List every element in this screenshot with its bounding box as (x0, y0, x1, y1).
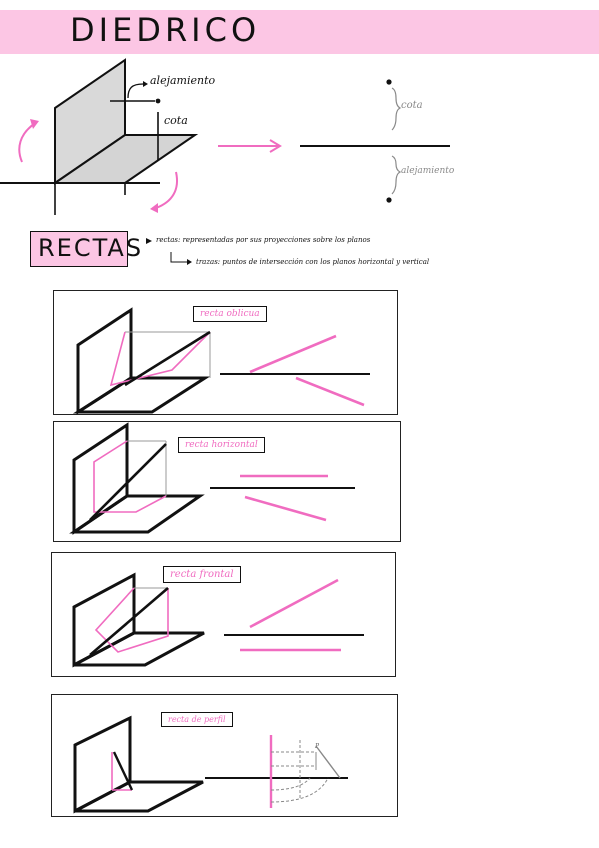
page-title: DIEDRICO (70, 11, 261, 49)
projection-label-alejamiento: alejamiento (401, 166, 455, 176)
card-label-oblicua: recta oblicua (193, 306, 267, 322)
title-band (0, 10, 599, 54)
rectas-notes-decor (146, 238, 192, 265)
card-recta-frontal (51, 552, 396, 677)
rotation-arrow-right (155, 171, 178, 209)
card-label-horizontal: recta horizontal (178, 437, 265, 453)
label-cota: cota (164, 114, 188, 127)
note-trazas: trazas: puntos de intersección con los p… (196, 258, 430, 266)
card-recta-de-perfil (51, 694, 398, 817)
note-rectas: rectas: representadas por sus proyeccion… (156, 236, 371, 244)
dihedral-diagram (0, 58, 450, 215)
card-recta-oblicua (53, 290, 398, 415)
projection-label-cota: cota (401, 100, 423, 111)
card-label-perfil: recta de perfil (161, 712, 233, 727)
rectas-heading-box (30, 231, 128, 267)
label-alejamiento: alejamiento (150, 74, 216, 87)
card-recta-horizontal (53, 421, 401, 542)
rotation-arrow-left (18, 123, 35, 163)
rectas-heading: RECTAS (38, 234, 144, 262)
svg-text:P: P (314, 743, 320, 750)
card-label-frontal: recta frontal (163, 566, 241, 583)
